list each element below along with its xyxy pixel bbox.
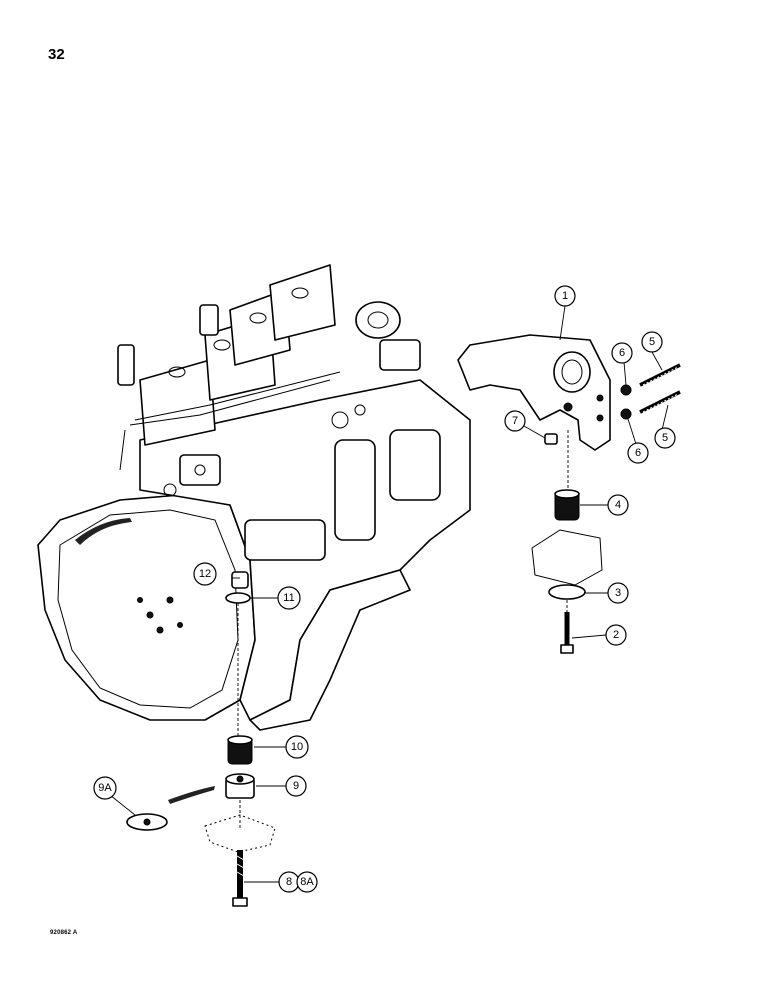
callout-1: 1 xyxy=(554,285,576,307)
callout-4-label: 4 xyxy=(615,499,621,511)
washer-11 xyxy=(225,592,251,604)
callout-6-upper-label: 6 xyxy=(619,347,625,359)
frame-bracket-left xyxy=(204,814,276,853)
callout-4: 4 xyxy=(607,494,629,516)
page-number: 32 xyxy=(48,46,65,63)
bolt-5-upper xyxy=(639,363,681,387)
callout-9-label: 9 xyxy=(293,780,299,792)
spacer-12 xyxy=(231,571,249,589)
callout-8A-label: 8A xyxy=(300,876,314,888)
callout-11: 11 xyxy=(277,586,301,610)
figure-code: 920862 A xyxy=(50,930,78,936)
mount-bracket xyxy=(457,334,611,451)
callout-8A: 8A xyxy=(296,871,318,893)
callout-8-label: 8 xyxy=(286,876,292,888)
bolt-5-lower xyxy=(639,390,681,414)
callout-9: 9 xyxy=(285,775,307,797)
callout-7-label: 7 xyxy=(512,415,518,427)
nut-6-upper xyxy=(620,384,632,396)
callout-2-label: 2 xyxy=(613,629,619,641)
isolator-4 xyxy=(554,489,580,521)
callout-3-label: 3 xyxy=(615,587,621,599)
callout-6-lower-label: 6 xyxy=(635,447,641,459)
callout-9A: 9A xyxy=(93,776,117,800)
callout-12: 12 xyxy=(193,562,217,586)
washer-3 xyxy=(548,584,586,600)
callout-9A-label: 9A xyxy=(98,782,112,794)
callout-5-lower: 5 xyxy=(654,427,676,449)
callout-6-lower: 6 xyxy=(627,442,649,464)
callout-1-label: 1 xyxy=(562,290,568,302)
isolator-10 xyxy=(227,735,253,765)
callout-12-label: 12 xyxy=(199,568,211,580)
leader-lines xyxy=(109,305,669,883)
callout-3: 3 xyxy=(607,582,629,604)
frame-bracket-right xyxy=(531,529,603,586)
callout-5-lower-label: 5 xyxy=(662,432,668,444)
callout-5-upper-label: 5 xyxy=(649,336,655,348)
engine-illustration xyxy=(37,264,471,731)
washer-9 xyxy=(225,773,255,799)
spacer-7 xyxy=(544,433,558,445)
callout-7: 7 xyxy=(504,410,526,432)
callout-10-label: 10 xyxy=(291,741,303,753)
bolt-2 xyxy=(560,612,574,654)
callout-5-upper: 5 xyxy=(641,331,663,353)
callout-10: 10 xyxy=(285,735,309,759)
callout-2: 2 xyxy=(605,624,627,646)
callout-11-label: 11 xyxy=(283,592,294,604)
callout-6-upper: 6 xyxy=(611,342,633,364)
nut-6-lower xyxy=(620,408,632,420)
bolt-8 xyxy=(232,850,248,907)
callout-8: 8 xyxy=(278,871,300,893)
pointer-9-to-9A xyxy=(168,786,215,804)
